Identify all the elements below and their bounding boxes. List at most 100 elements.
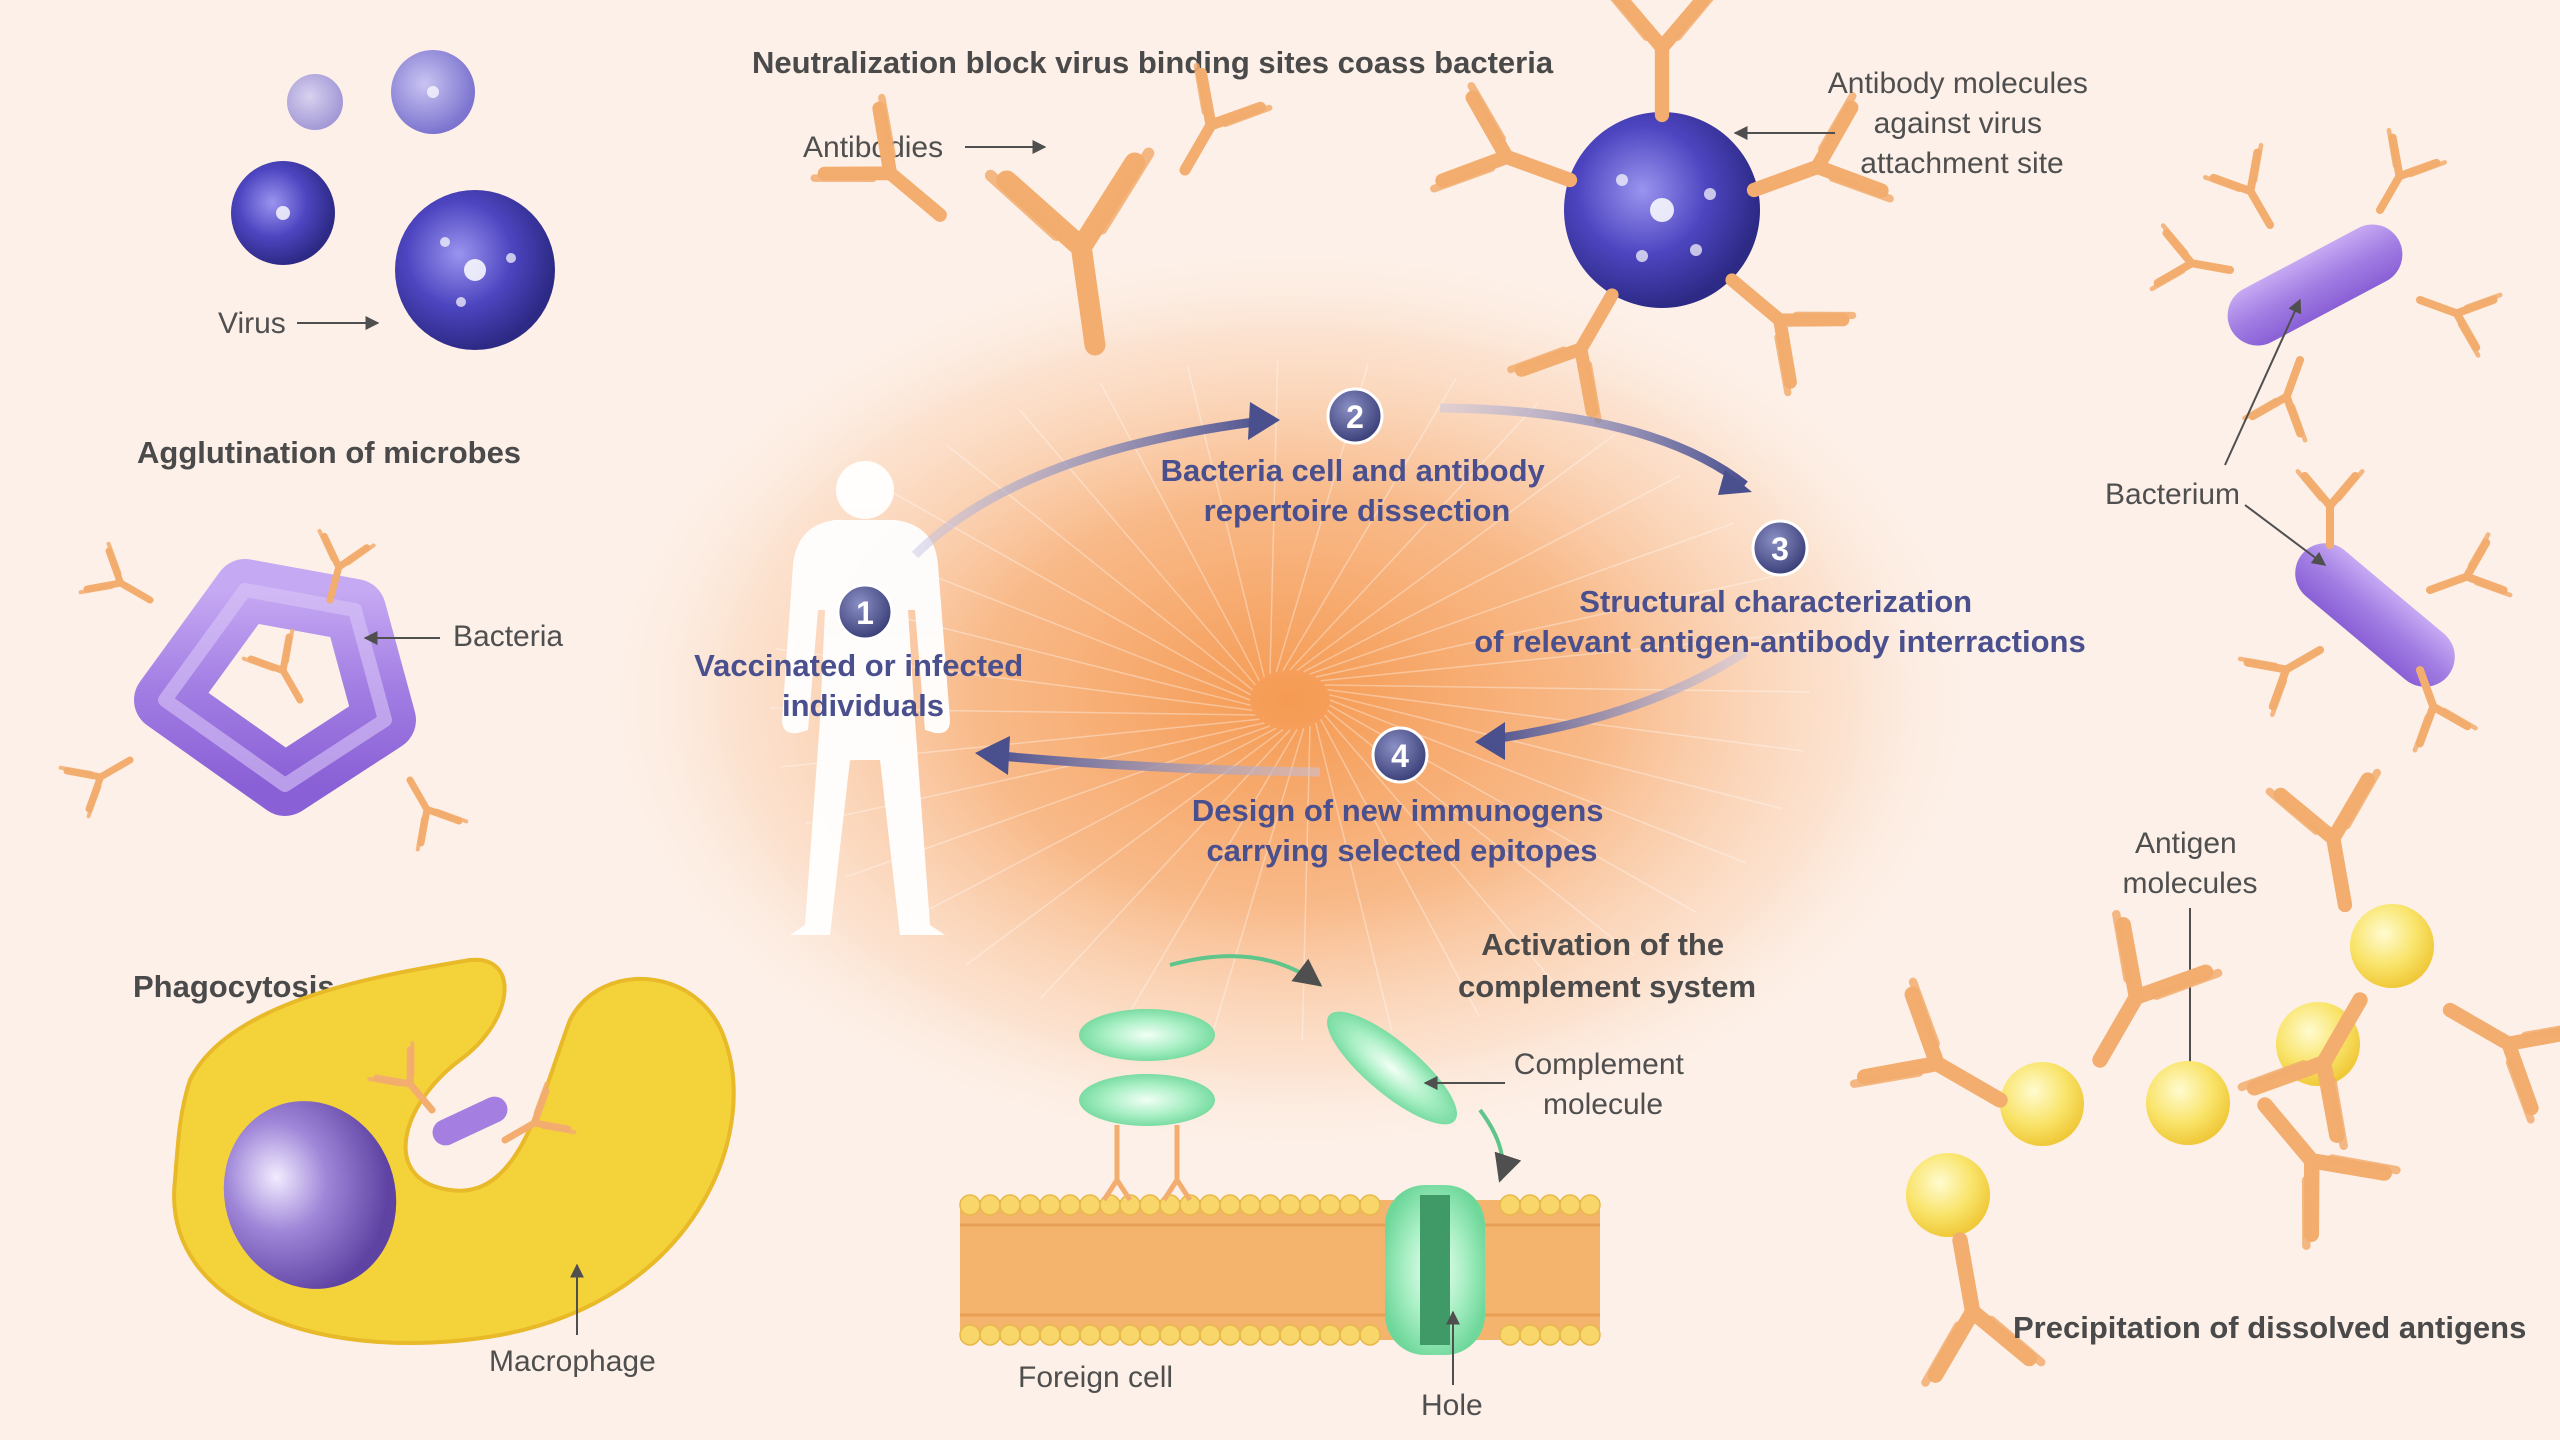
step-2: 2 Bacteria cell and antibody repertoire … [1161,387,1554,528]
cycle-arrow-head-4 [975,736,1010,775]
bacterium-icon [2152,130,2510,750]
lipid-head [1079,1324,1101,1346]
lipid-head [1179,1324,1201,1346]
lipid-head [1579,1324,1601,1346]
agglutinated-bacteria-icon [61,531,467,849]
lipid-head [1299,1324,1321,1346]
lipid-head [1239,1194,1261,1216]
central-glow [590,240,1990,1160]
step-2-badge [1326,387,1384,445]
macrophage-label: Macrophage [489,1345,656,1378]
membrane-lipid-heads [959,1194,1601,1346]
cycle-arrow-head-1 [1248,402,1280,440]
lipid-head [959,1194,981,1216]
lipid-head [1519,1324,1541,1346]
lipid-head [1019,1194,1041,1216]
lipid-head [1279,1194,1301,1216]
lipid-head [1579,1194,1601,1216]
lipid-head [999,1324,1021,1346]
antibodies-label: Antibodies [803,131,943,164]
svg-text:3: 3 [1771,531,1789,567]
neutralized-virus-icon [1434,0,1890,420]
antigen-icon [1906,904,2434,1237]
antibody-molecules-label: Antibody molecules against virus attachm… [1828,67,2097,180]
step-4-label: Design of new immunogens carrying select… [1192,793,1612,868]
macrophage-icon [172,957,736,1345]
cycle-arrow-head-3 [1475,722,1505,760]
antigen-molecules-label: Antigen molecules [2122,827,2257,900]
lipid-head [999,1194,1021,1216]
step-1-label: Vaccinated or infected individuals [694,648,1032,723]
lipid-head [1019,1324,1041,1346]
lipid-head [1159,1324,1181,1346]
lipid-head [1059,1324,1081,1346]
lipid-head [1199,1194,1221,1216]
lipid-head [1119,1324,1141,1346]
lipid-head [1199,1324,1221,1346]
svg-text:4: 4 [1391,738,1409,774]
lipid-head [1339,1324,1361,1346]
lipid-head [1059,1194,1081,1216]
bacterium-pointer-2 [2244,504,2327,566]
lipid-head [979,1324,1001,1346]
membrane-hole [1420,1195,1450,1345]
lipid-head [1319,1324,1341,1346]
lipid-head [1279,1324,1301,1346]
lipid-head [1139,1324,1161,1346]
lipid-head [1039,1194,1061,1216]
lipid-head [1319,1194,1341,1216]
lipid-head [1519,1194,1541,1216]
cycle-arrow-head-2 [1718,470,1752,495]
lipid-head [1539,1324,1561,1346]
foreign-cell-label: Foreign cell [1018,1361,1173,1394]
lipid-head [1359,1194,1381,1216]
lipid-head [1079,1194,1101,1216]
complement-molecule-icon [1079,1009,1485,1355]
lipid-head [1039,1324,1061,1346]
lipid-head [1499,1194,1521,1216]
cycle-arrow-1-to-2 [911,415,1271,559]
bacteria-label: Bacteria [453,620,563,653]
agglutination-title: Agglutination of microbes [137,435,521,470]
complement-molecule-label: Complement molecule [1514,1048,1692,1121]
step-3-label: Structural characterization of relevant … [1474,584,2085,659]
step-1-badge [836,583,894,641]
step-4: 4 Design of new immunogens carrying sele… [1192,726,1612,868]
virus-label: Virus [218,307,286,340]
lipid-head [1219,1324,1241,1346]
lipid-head [1559,1324,1581,1346]
lipid-head [1259,1194,1281,1216]
lipid-head [1539,1194,1561,1216]
svg-text:2: 2 [1346,399,1364,435]
bacterium-label: Bacterium [2105,478,2240,511]
lipid-head [1219,1194,1241,1216]
cycle-arrow-2-to-3 [1439,403,1748,489]
precipitation-title: Precipitation of dissolved antigens [2013,1310,2526,1345]
step-2-label: Bacteria cell and antibody repertoire di… [1161,453,1554,528]
lipid-head [1559,1194,1581,1216]
hole-label: Hole [1421,1389,1483,1422]
lipid-head [1139,1194,1161,1216]
cycle-arrow-3-to-4 [1484,648,1748,745]
lipid-head [1359,1324,1381,1346]
neutralization-title: Neutralization block virus binding sites… [752,45,1554,80]
bacterium-pointer-1 [2224,298,2302,466]
step-3: 3 Structural characterization of relevan… [1474,519,2086,659]
step-1: 1 Vaccinated or infected individuals [694,583,1032,723]
lipid-head [1099,1324,1121,1346]
membrane-icon [960,1200,1600,1340]
complement-arrow-2 [1478,1108,1522,1183]
lipid-head [1339,1194,1361,1216]
human-figure-icon [782,461,950,935]
lipid-head [979,1194,1001,1216]
complement-arrow-1 [1169,954,1323,987]
step-4-badge [1371,726,1429,784]
lipid-head [959,1324,981,1346]
complement-title: Activation of the complement system [1458,927,1756,1004]
cycle-arrow-4-to-1 [989,750,1321,777]
lipid-head [1259,1324,1281,1346]
svg-text:1: 1 [856,595,874,631]
step-3-badge [1751,519,1809,577]
lipid-head [1239,1324,1261,1346]
